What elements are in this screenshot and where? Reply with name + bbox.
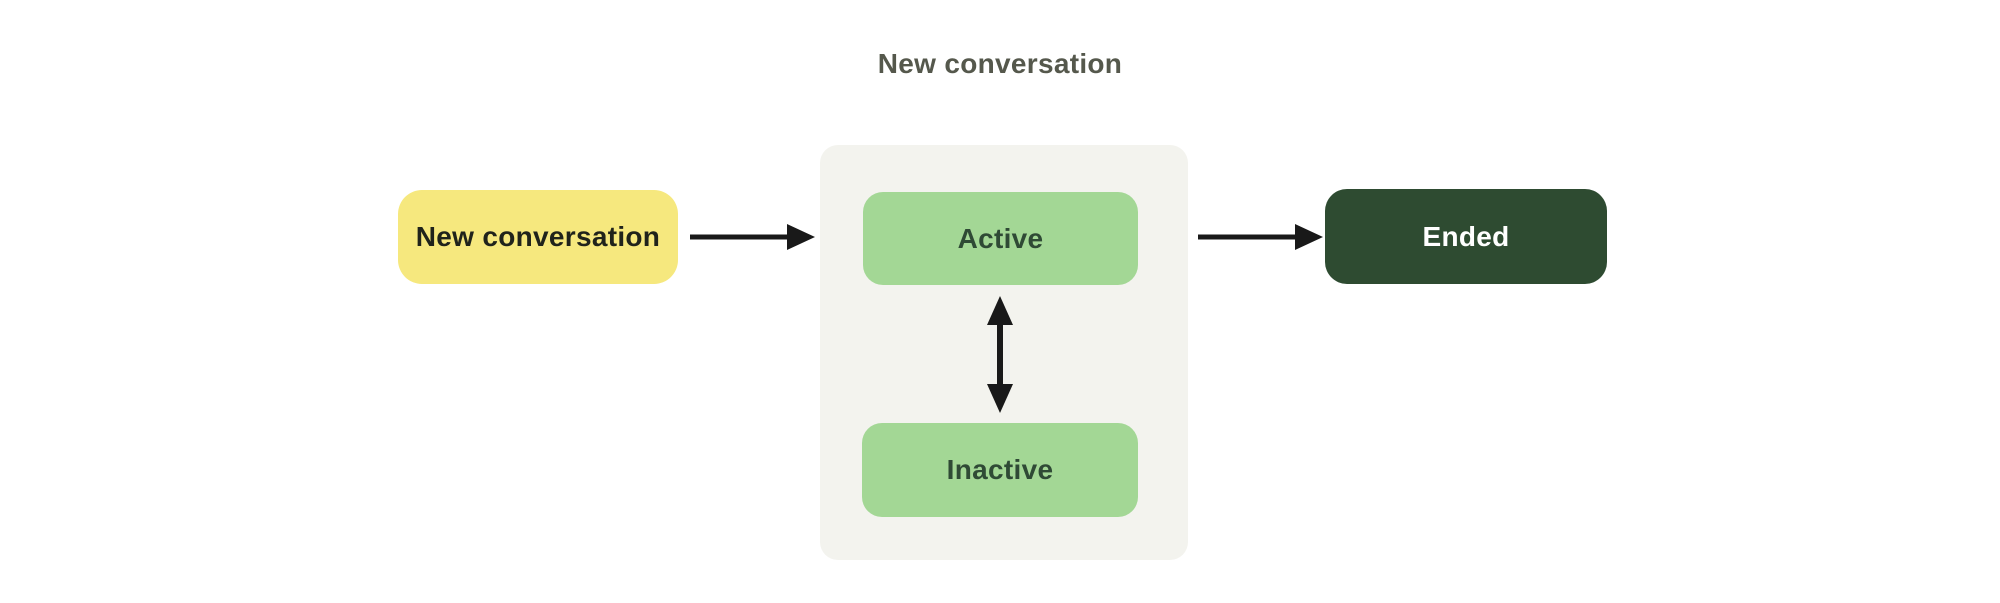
arrow-right-icon: [690, 224, 815, 250]
diagram-title: New conversation: [877, 48, 1123, 79]
arrow-vertical-double-icon: [987, 296, 1013, 413]
node-new-conversation: New conversation: [398, 190, 678, 284]
node-ended: Ended: [1325, 189, 1607, 284]
node-ended-label: Ended: [1422, 220, 1510, 252]
node-inactive-label: Inactive: [946, 454, 1054, 485]
node-active-label: Active: [957, 222, 1044, 254]
node-inactive: Inactive: [862, 423, 1138, 517]
node-active: Active: [863, 192, 1138, 285]
node-new-conversation-label: New conversation: [415, 221, 661, 252]
arrow-right-icon: [1198, 224, 1323, 250]
